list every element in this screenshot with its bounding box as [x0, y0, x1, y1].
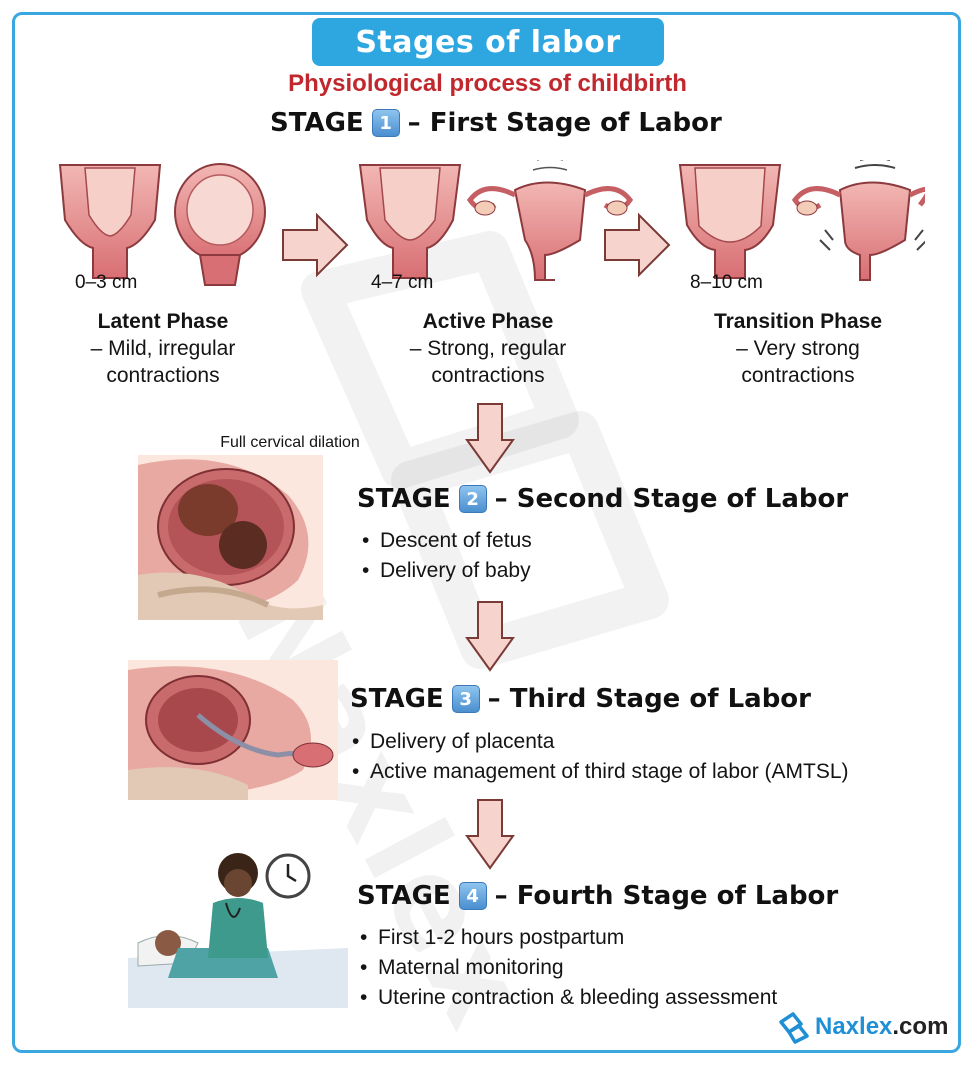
latent-phase-desc-2: contractions	[106, 364, 220, 387]
stage3-prefix: STAGE	[350, 684, 444, 714]
page-frame	[12, 12, 961, 1053]
stage2-bullets: Descent of fetus Delivery of baby	[362, 526, 532, 586]
active-phase-name: Active Phase	[422, 310, 554, 333]
stage4-title: – Fourth Stage of Labor	[494, 881, 839, 911]
stage2-bullet-2: Delivery of baby	[362, 556, 532, 586]
stage4-bullets: First 1-2 hours postpartum Maternal moni…	[360, 923, 777, 1013]
latent-dilation: 0–3 cm	[75, 272, 138, 293]
postpartum-monitoring-illustration	[128, 853, 348, 1008]
arrow-right-icon-1	[282, 212, 349, 278]
stage2-heading: STAGE 2 – Second Stage of Labor	[357, 484, 848, 514]
active-phase-desc-1: – Strong, regular	[409, 337, 567, 360]
stage4-bullet-1: First 1-2 hours postpartum	[360, 923, 777, 953]
clock-icon	[265, 853, 311, 899]
cervix-icon-latent	[58, 164, 162, 279]
stage1-title: – First Stage of Labor	[407, 108, 722, 138]
stage3-bullet-1: Delivery of placenta	[352, 727, 849, 757]
fetus-descent-illustration	[138, 455, 323, 620]
naxlex-logo-icon	[779, 1012, 809, 1044]
stage2-annotation-1: Full cervical dilation	[220, 434, 360, 451]
stage3-bullets: Delivery of placenta Active management o…	[352, 727, 849, 787]
brand-logo: Naxlex.com	[777, 1010, 948, 1044]
page-title: Stages of labor	[312, 18, 664, 66]
logo-name: Naxlex	[815, 1013, 893, 1040]
stage2-bullet-1: Descent of fetus	[362, 526, 532, 556]
stage2-prefix: STAGE	[357, 484, 451, 514]
stage2-number-badge: 2	[458, 485, 487, 513]
transition-phase-desc-2: contractions	[741, 364, 855, 387]
stage2-title: – Second Stage of Labor	[494, 484, 849, 514]
stage1-number-badge: 1	[371, 109, 400, 137]
active-dilation: 4–7 cm	[371, 272, 434, 293]
uterus-icon-active	[466, 160, 634, 281]
transition-dilation: 8–10 cm	[690, 272, 763, 293]
stage1-prefix: STAGE	[270, 108, 364, 138]
arrow-down-icon-1	[465, 403, 515, 474]
transition-phase-name: Transition Phase	[713, 310, 883, 333]
stage1-illustrations	[58, 160, 925, 286]
placenta-delivery-illustration	[128, 660, 338, 800]
arrow-down-icon-2	[465, 601, 515, 672]
logo-suffix: .com	[892, 1013, 949, 1040]
stage4-bullet-3: Uterine contraction & bleeding assessmen…	[360, 983, 777, 1013]
arrow-down-icon-3	[465, 799, 515, 870]
page-subtitle: Physiological process of childbirth	[288, 70, 687, 97]
stage4-number-badge: 4	[458, 882, 487, 910]
stage4-bullet-2: Maternal monitoring	[360, 953, 777, 983]
uterus-icon-latent	[174, 163, 266, 286]
arrow-right-icon-2	[604, 212, 671, 278]
stage4-heading: STAGE 4 – Fourth Stage of Labor	[357, 881, 838, 911]
cervix-icon-transition	[678, 164, 782, 279]
latent-phase-name: Latent Phase	[97, 310, 229, 333]
stage1-heading: STAGE 1 – First Stage of Labor	[270, 108, 722, 138]
cervix-icon-active	[358, 164, 462, 279]
stage3-bullet-2: Active management of third stage of labo…	[352, 757, 849, 787]
stage3-title: – Third Stage of Labor	[487, 684, 811, 714]
latent-phase-desc-1: – Mild, irregular	[90, 337, 236, 360]
transition-phase-desc-1: – Very strong	[736, 337, 860, 360]
stage4-prefix: STAGE	[357, 881, 451, 911]
stage3-number-badge: 3	[451, 685, 480, 713]
latent-phase: Latent Phase – Mild, irregular contracti…	[58, 308, 268, 389]
active-phase: Active Phase – Strong, regular contracti…	[383, 308, 593, 389]
stage3-heading: STAGE 3 – Third Stage of Labor	[350, 684, 811, 714]
transition-phase: Transition Phase – Very strong contracti…	[688, 308, 908, 389]
uterus-icon-transition	[791, 160, 925, 281]
active-phase-desc-2: contractions	[431, 364, 545, 387]
